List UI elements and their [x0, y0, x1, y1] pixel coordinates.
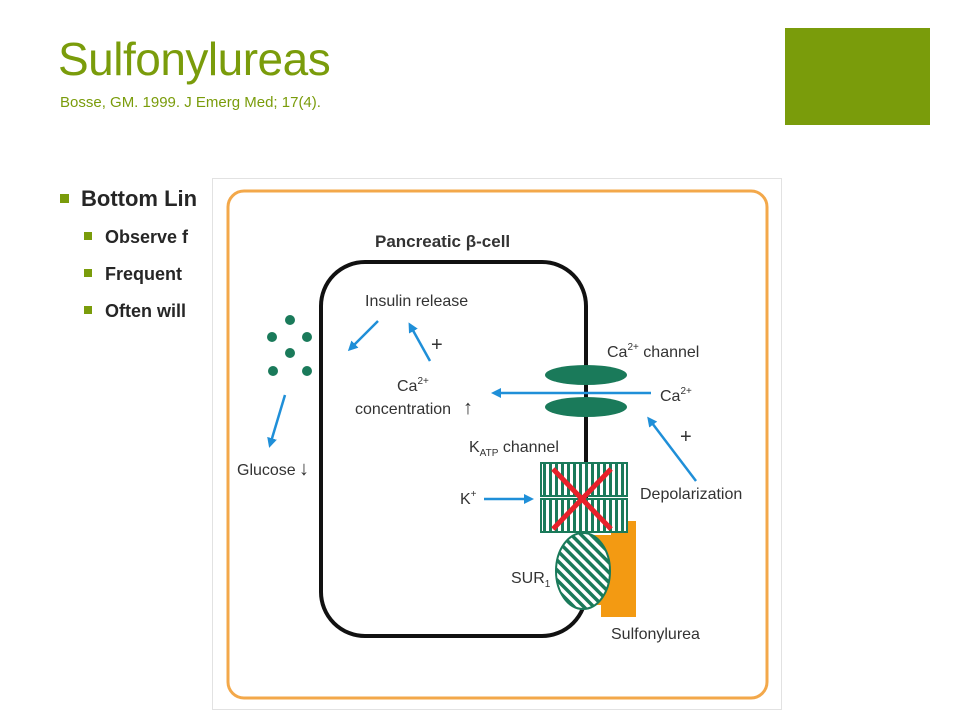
- depolarization-plus-sign: +: [680, 426, 692, 448]
- sur1-receptor: [555, 532, 611, 610]
- increase-arrow-icon: ↑: [463, 397, 473, 419]
- diagram-frame: [226, 189, 769, 700]
- k-ion-label: K+: [460, 489, 477, 508]
- accent-square: [785, 28, 930, 125]
- insulin-granules: [267, 315, 312, 376]
- ca-concentration-ion-label: Ca2+: [397, 376, 429, 395]
- cell-membrane: [319, 260, 588, 638]
- bullet-item-level2: Observe f: [84, 227, 188, 248]
- depolarization-label: Depolarization: [640, 486, 742, 503]
- katp-channel-label: KATP channel: [469, 439, 559, 459]
- katp-channel-upper: [540, 462, 628, 497]
- insulin-release-label: Insulin release: [365, 293, 468, 310]
- bullet-text: Frequent: [105, 264, 183, 284]
- arrow-glucose: [267, 394, 287, 448]
- bullet-item-level1: Bottom Lin: [60, 186, 197, 212]
- beta-cell-diagram: Pancreatic β-cell Insulin release + Ca2+…: [212, 178, 782, 710]
- bullet-text: Bottom Lin: [81, 186, 198, 211]
- sulfonylurea-label: Sulfonylurea: [611, 626, 700, 643]
- arrow-insulin-exocytosis: [347, 320, 379, 352]
- ca-channel-lower: [545, 397, 627, 417]
- bullet-text: Often will: [105, 301, 186, 321]
- ca-channel-upper: [545, 365, 627, 385]
- bullet-item-level2: Frequent: [84, 264, 182, 285]
- slide-title: Sulfonylureas: [58, 33, 331, 85]
- bullet-square-icon: [60, 193, 69, 203]
- arrow-depolarization: [647, 416, 697, 482]
- bullet-item-level2: Often will: [84, 301, 186, 322]
- bullet-text: Observe f: [105, 227, 189, 247]
- decrease-arrow-icon: ↓: [299, 458, 309, 480]
- arrow-insulin-stimulus: [408, 322, 432, 362]
- bullet-square-icon: [84, 306, 92, 315]
- block-cross: [551, 467, 613, 531]
- cell-title: Pancreatic β-cell: [375, 232, 510, 251]
- insulin-plus-sign: +: [431, 334, 443, 356]
- slide-citation: Bosse, GM. 1999. J Emerg Med; 17(4).: [60, 94, 321, 111]
- bullet-square-icon: [84, 269, 92, 278]
- sur1-label: SUR1: [511, 570, 551, 590]
- glucose-label: Glucose: [237, 462, 296, 479]
- ca-concentration-label: concentration: [355, 401, 451, 418]
- ca-channel-label: Ca2+ channel: [607, 342, 699, 361]
- ca-ion-label: Ca2+: [660, 386, 692, 405]
- bullet-square-icon: [84, 232, 92, 241]
